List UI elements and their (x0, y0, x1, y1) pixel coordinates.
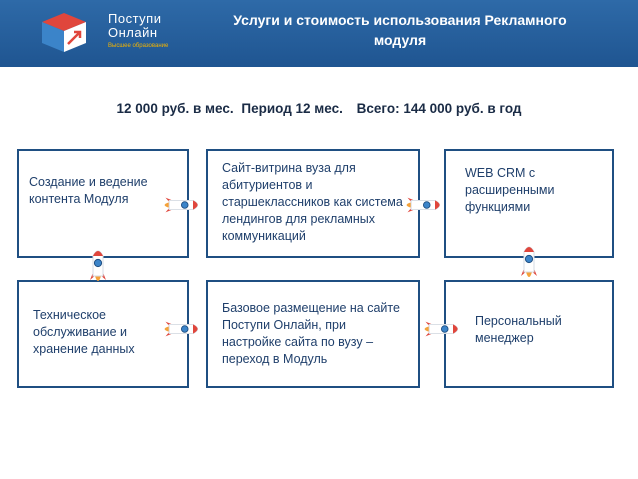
price-line: 12 000 руб. в мес. Период 12 мес. Всего:… (0, 101, 638, 116)
service-box-landing (206, 149, 420, 258)
service-text-content: Создание и ведение контента Модуля (29, 175, 148, 206)
service-box-placement (206, 280, 420, 388)
page-title-line-1: Услуги и стоимость использования Рекламн… (233, 12, 567, 28)
service-text-crm: WEB CRM с расширенными функциями (465, 166, 555, 214)
price-period: Период 12 мес. (241, 101, 343, 116)
service-box-manager (444, 280, 614, 388)
logo-tagline: Высшее образование (108, 43, 169, 49)
rocket-icon (164, 321, 199, 337)
service-text-manager: Персональный менеджер (475, 314, 562, 345)
page-title-line-2: модуля (373, 32, 427, 48)
logo-line-1: Поступи (108, 11, 162, 26)
rocket-icon (164, 197, 199, 213)
service-text-maintenance: Техническое обслуживание и хранение данн… (33, 308, 135, 356)
rocket-icon (89, 250, 107, 282)
service-box-content (17, 149, 189, 258)
price-monthly: 12 000 руб. в мес. (116, 101, 234, 116)
rocket-icon (520, 246, 538, 278)
rocket-icon (424, 321, 459, 337)
page-title: Услуги и стоимость использования Рекламн… (200, 10, 600, 50)
service-text-landing: Сайт-витрина вуза для абитуриентов и ста… (222, 161, 403, 243)
header-bar: Поступи Онлайн Высшее образование Услуги… (0, 0, 638, 67)
service-text-placement: Базовое размещение на сайте Поступи Онла… (222, 301, 400, 366)
price-total: Всего: 144 000 руб. в год (356, 101, 522, 116)
rocket-icon (406, 197, 441, 213)
logo-line-2: Онлайн (108, 25, 158, 40)
logo-text: Поступи Онлайн Высшее образование (108, 11, 169, 50)
logo-icon (42, 13, 86, 52)
